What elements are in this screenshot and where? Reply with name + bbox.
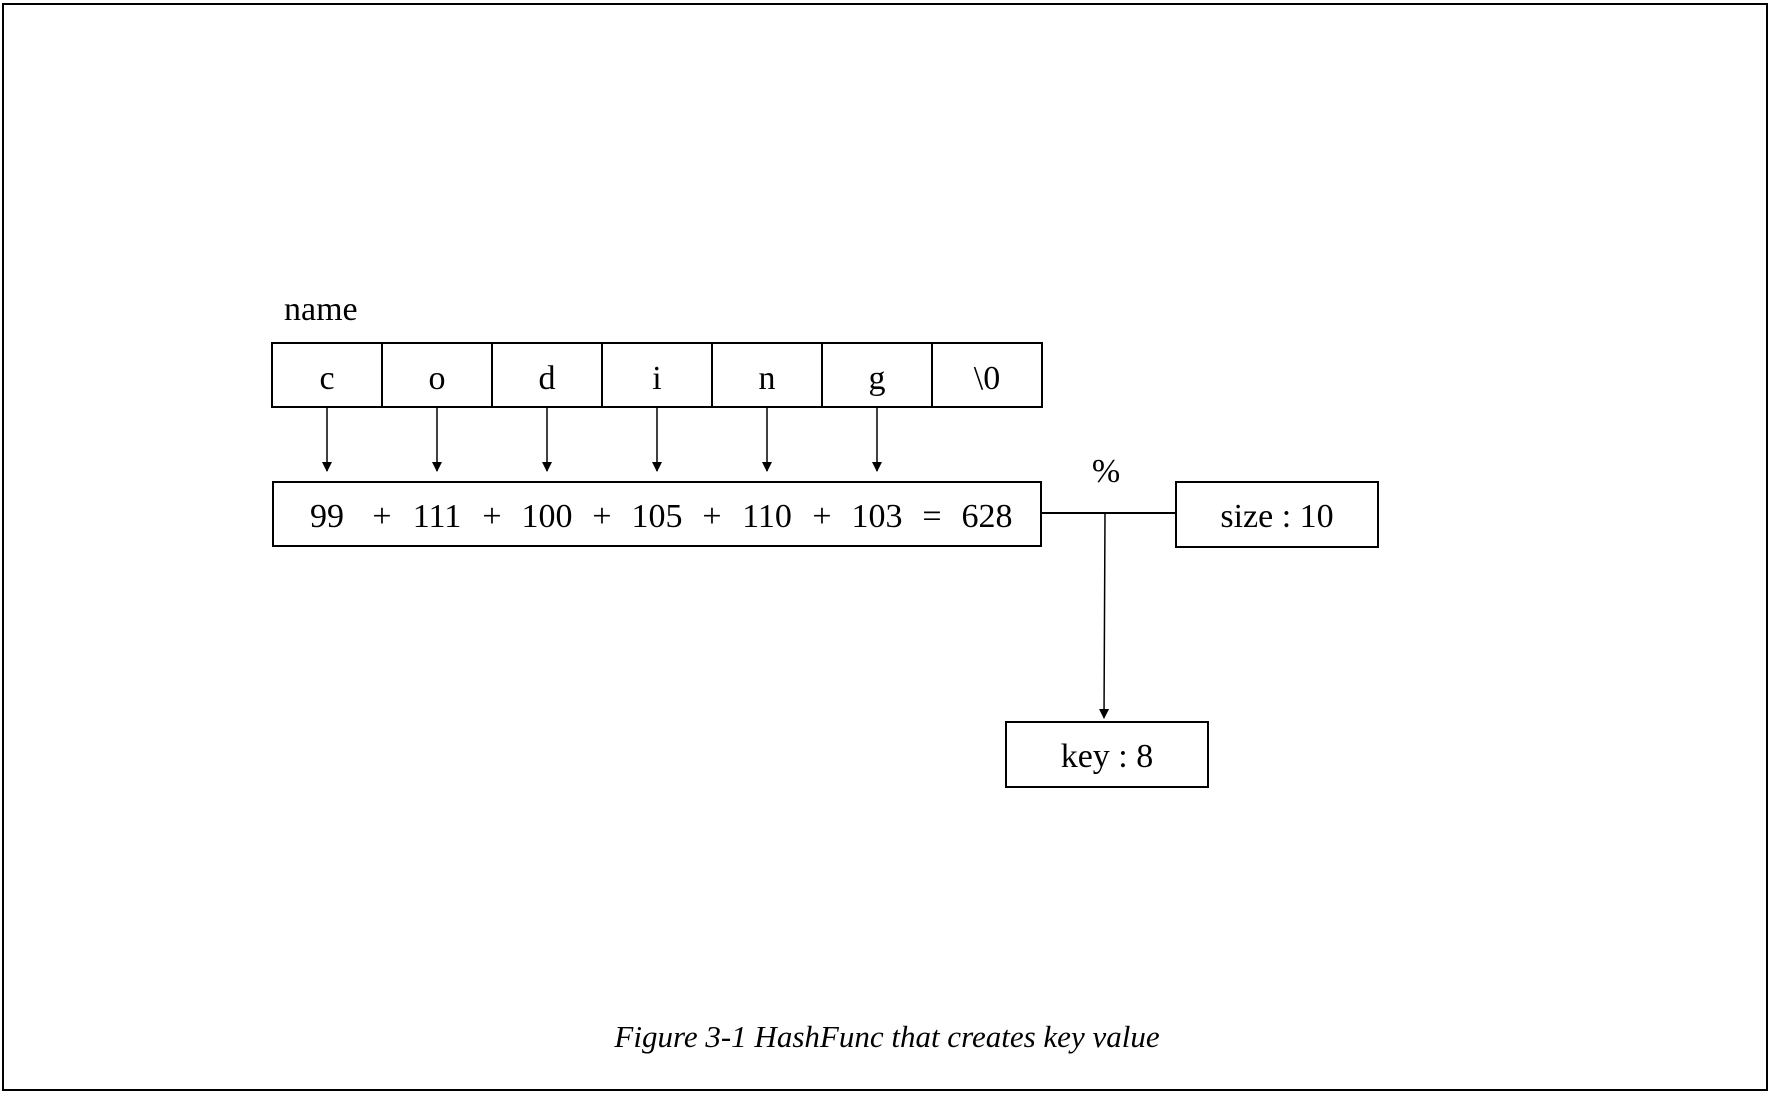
plus-sign: + — [482, 498, 501, 535]
char-to-code-arrows — [322, 407, 882, 472]
size-box — [1175, 481, 1379, 548]
figure-caption: Figure 3-1 HashFunc that creates key val… — [614, 1019, 1160, 1054]
char-cell — [931, 342, 1043, 408]
modulo-operator: % — [1092, 453, 1120, 490]
char-label: i — [652, 360, 661, 397]
figure-frame — [2, 3, 1768, 1091]
char-label: n — [759, 360, 776, 397]
char-array: c o d i n g \0 — [271, 342, 1043, 408]
plus-sign: + — [372, 498, 391, 535]
char-code-value: 110 — [742, 498, 792, 535]
key-label: key : 8 — [1061, 738, 1154, 775]
char-code-value: 111 — [413, 498, 461, 535]
plus-sign: + — [812, 498, 831, 535]
equals-sign: = — [922, 498, 941, 535]
char-label: g — [869, 360, 886, 397]
size-label: size : 10 — [1220, 498, 1333, 535]
char-code-value: 100 — [522, 498, 573, 535]
sum-total: 628 — [962, 498, 1013, 535]
plus-sign: + — [702, 498, 721, 535]
name-label: name — [284, 291, 358, 328]
char-code-value: 103 — [852, 498, 903, 535]
char-code-value: 105 — [632, 498, 683, 535]
key-box — [1005, 721, 1209, 788]
char-label: \0 — [974, 360, 1000, 397]
char-label: d — [539, 360, 556, 397]
char-label: c — [319, 360, 334, 397]
char-code-value: 99 — [310, 498, 344, 535]
result-arrow — [1099, 512, 1110, 719]
char-label: o — [429, 360, 446, 397]
plus-sign: + — [592, 498, 611, 535]
sum-expression: 99 +111 +100 +105 +110 +103 = 628 — [310, 498, 1013, 535]
